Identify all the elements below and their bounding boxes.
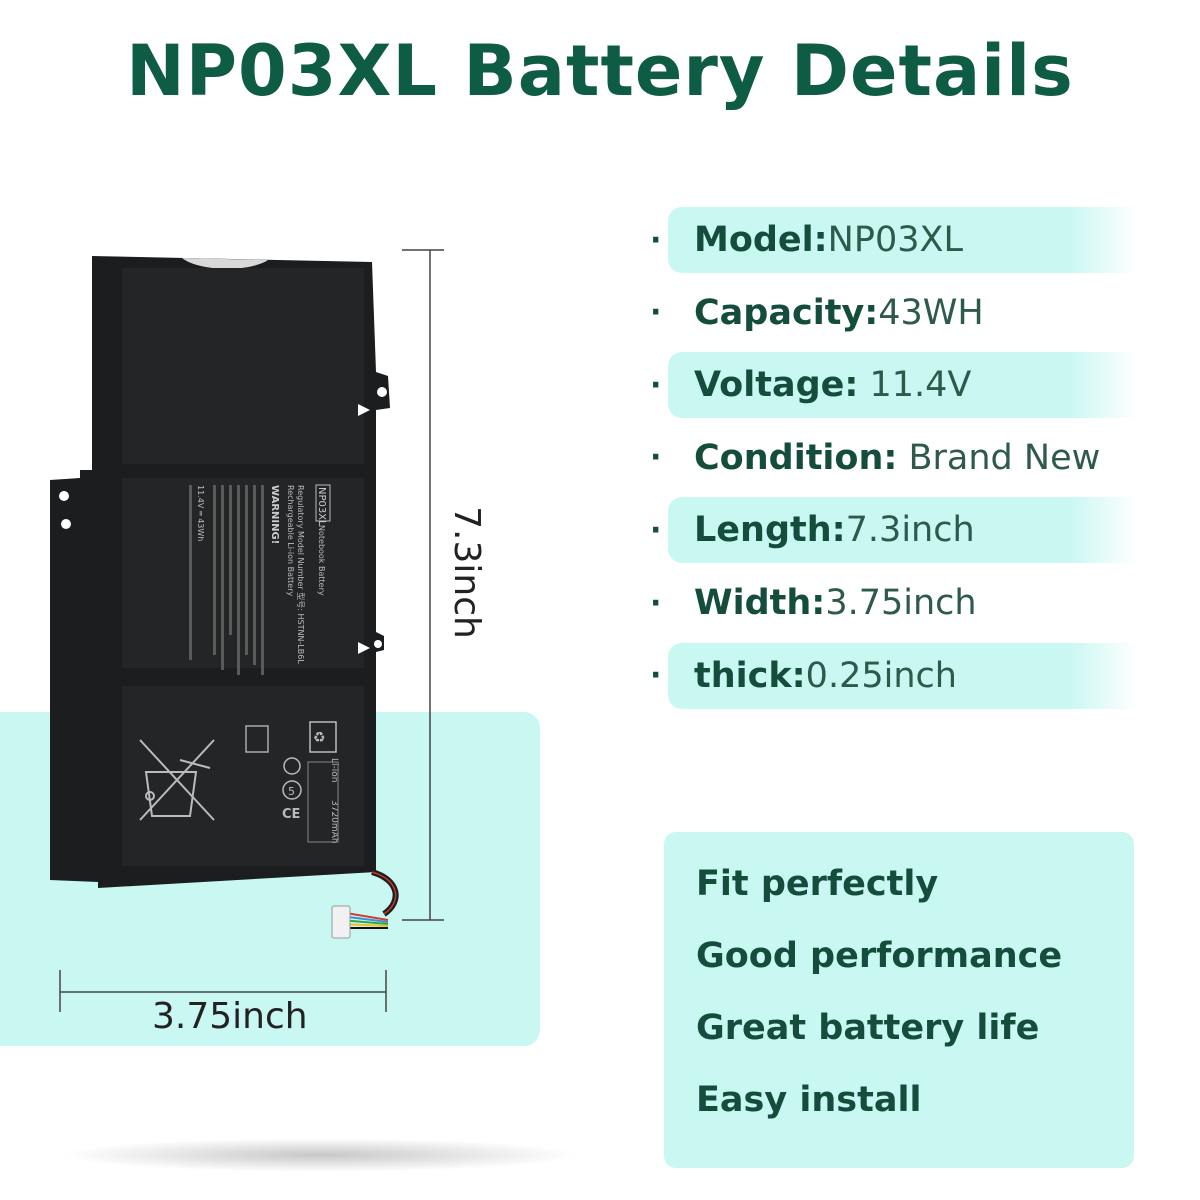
- svg-text:CE: CE: [282, 807, 300, 822]
- spec-value: 0.25inch: [805, 655, 957, 696]
- battery-label-text: NP03XL Notebook Battery Regulatory Model…: [189, 484, 331, 675]
- spec-row: · Model:NP03XL: [650, 205, 1190, 275]
- svg-text:5: 5: [288, 785, 295, 798]
- spec-highlight-band: [668, 642, 1138, 709]
- product-shadow: [60, 1138, 580, 1172]
- spec-value: Brand New: [897, 437, 1101, 478]
- bullet-icon: ·: [650, 658, 662, 694]
- battery-label-capacity: 3720mAh: [329, 800, 339, 844]
- battery-connector: [331, 869, 399, 939]
- spec-highlight-band: [668, 352, 1138, 419]
- features-box: [664, 832, 1134, 1168]
- battery-label-model: NP03XL: [316, 487, 327, 526]
- page-title: NP03XL Battery Details: [126, 30, 1074, 112]
- bullet-icon: ·: [650, 367, 662, 403]
- spec-row: · thick:0.25inch: [650, 641, 1190, 711]
- spec-label: thick:: [694, 655, 806, 696]
- battery-label-warning: WARNING!: [269, 485, 280, 544]
- feature-item: Fit perfectly: [696, 864, 939, 904]
- spec-highlight-band: [668, 207, 1138, 273]
- spec-row: · Condition: Brand New: [650, 423, 1190, 493]
- spec-row: · Capacity:43WH: [650, 278, 1190, 348]
- spec-label: Condition:: [694, 437, 898, 478]
- feature-item: Easy install: [696, 1080, 922, 1120]
- bullet-icon: ·: [650, 440, 662, 476]
- bullet-icon: ·: [650, 585, 662, 621]
- spec-label: Model:: [694, 220, 828, 260]
- feature-item: Great battery life: [696, 1008, 1040, 1048]
- length-dimension-line: [402, 249, 444, 921]
- spec-value: 7.3inch: [845, 510, 975, 551]
- spec-row: · Length:7.3inch: [650, 495, 1190, 565]
- length-dimension-label: 7.3inch: [445, 506, 487, 639]
- spec-row: · Width:3.75inch: [650, 568, 1190, 638]
- spec-value: 3.75inch: [825, 583, 977, 623]
- battery-label-cell: Li-ion: [329, 758, 339, 782]
- battery-label-type: Rechargeable Li-ion Battery: [286, 485, 295, 596]
- bullet-icon: ·: [650, 295, 662, 331]
- bullet-icon: ·: [650, 512, 662, 548]
- battery-label-regulatory: Regulatory Model Number 型号: HSTNN-LB6L: [296, 485, 305, 664]
- spec-value: NP03XL: [827, 220, 963, 260]
- battery-label-subtitle: Notebook Battery: [317, 525, 326, 596]
- spec-value: 43WH: [878, 292, 984, 333]
- spec-label: Voltage:: [694, 365, 859, 406]
- spec-highlight-band: [668, 497, 1138, 564]
- spec-label: Length:: [694, 510, 846, 551]
- svg-text:♻: ♻: [313, 730, 326, 746]
- spec-label: Width:: [694, 583, 826, 623]
- bullet-icon: ·: [650, 222, 662, 258]
- battery-label-rating: 11.4V ═ 43Wh: [196, 485, 205, 541]
- battery-body: [50, 256, 390, 888]
- spec-label: Capacity:: [694, 292, 879, 333]
- crossed-bin-icon: [139, 739, 215, 821]
- spec-value: 11.4V: [858, 365, 972, 406]
- feature-item: Good performance: [696, 936, 1063, 976]
- width-dimension-line: [59, 970, 387, 1012]
- certification-marks: ♻ Li-ion 3720mAh 5 CE: [139, 721, 339, 844]
- width-dimension-label: 3.75inch: [152, 996, 308, 1037]
- spec-row: · Voltage: 11.4V: [650, 350, 1190, 420]
